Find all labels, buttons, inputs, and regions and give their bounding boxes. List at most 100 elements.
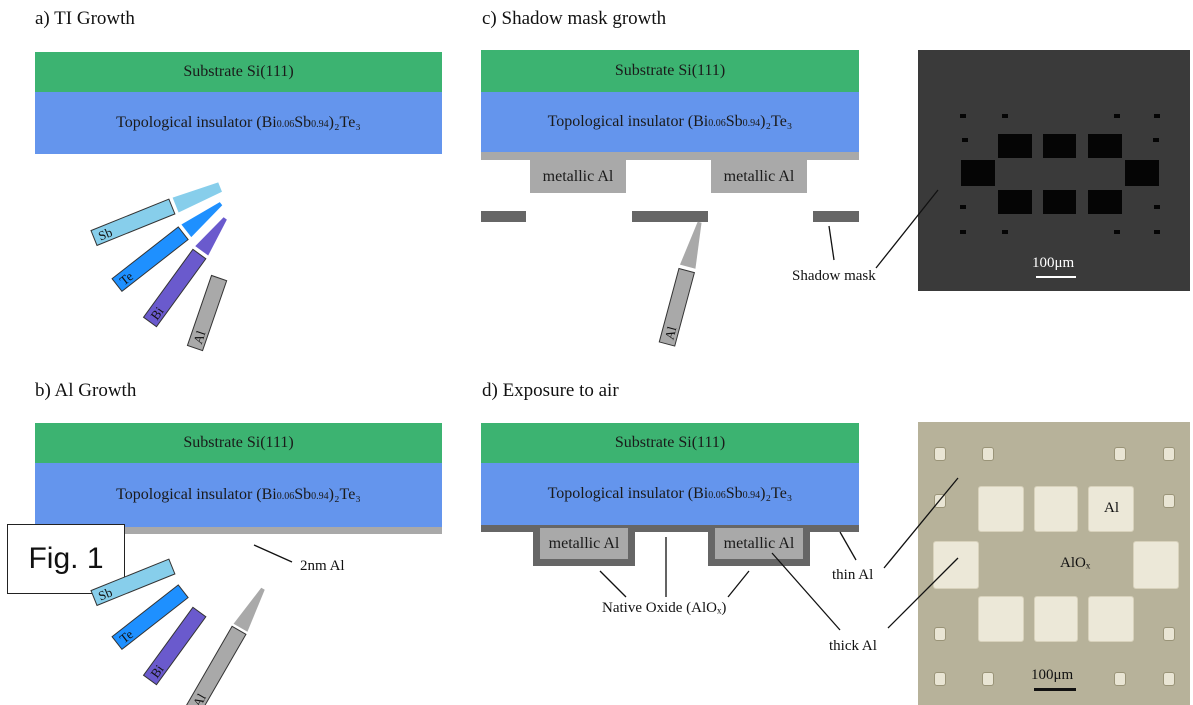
alox-region-label: AlOₓ	[1060, 555, 1091, 571]
sb-source-a: Sb	[90, 182, 222, 247]
al-source-label: Al	[190, 328, 209, 346]
shadow-mask-segment-1	[481, 211, 526, 222]
leader-sem	[875, 189, 939, 269]
metallic-al-label: metallic Al	[723, 167, 795, 185]
al-source-b: Al	[185, 587, 265, 705]
al-pad	[1133, 541, 1179, 589]
panel-a-title: a) TI Growth	[35, 8, 135, 29]
ti-label: Topological insulator (Bi0.06Sb0.94)₂Te₃	[547, 113, 793, 130]
metallic-al-label: metallic Al	[723, 534, 795, 552]
thick-al-label: thick Al	[829, 638, 877, 654]
mark-dot	[1154, 230, 1160, 234]
optical-scale-label: 100μm	[1031, 667, 1074, 683]
mark-dot	[1002, 114, 1008, 118]
metallic-al-block-d2: metallic Al	[715, 528, 803, 559]
small-pad	[1114, 447, 1126, 461]
metallic-al-label: metallic Al	[548, 534, 620, 552]
two-nm-al-label: 2nm Al	[300, 558, 345, 574]
mask-hole	[1088, 134, 1122, 158]
optical-scale-bar	[1034, 688, 1076, 691]
al-source-c: Al	[658, 221, 702, 347]
substrate-layer-b: Substrate Si(111)	[35, 423, 442, 463]
leader-oxide-3	[727, 570, 750, 598]
ti-layer-d: Topological insulator (Bi0.06Sb0.94)₂Te₃	[481, 463, 859, 525]
ti-label: Topological insulator (Bi0.06Sb0.94)₂Te₃	[116, 486, 361, 503]
panel-c-title: c) Shadow mask growth	[482, 8, 667, 29]
al-pad	[1088, 486, 1134, 532]
mask-hole	[1043, 190, 1076, 214]
oxide-film-d	[481, 525, 859, 532]
te-source-b: Te	[111, 584, 189, 651]
leader-thin-al	[839, 531, 857, 561]
substrate-layer-a: Substrate Si(111)	[35, 52, 442, 92]
mark-dot	[962, 138, 968, 142]
bi-source-b: Bi	[142, 606, 207, 686]
leader-thick-al	[771, 552, 841, 631]
mark-dot	[1114, 230, 1120, 234]
figure-label-box: Fig. 1	[7, 524, 125, 594]
al-source-label: Al	[662, 324, 680, 341]
al-pad	[933, 541, 979, 589]
mark-dot	[960, 114, 966, 118]
mask-hole	[1043, 134, 1076, 158]
ti-layer-a: Topological insulator (Bi0.06Sb0.94)₂Te₃	[35, 92, 442, 154]
mark-dot	[1002, 230, 1008, 234]
sem-micrograph: 100μm	[918, 50, 1190, 291]
mask-hole	[961, 160, 995, 186]
mark-dot	[1114, 114, 1120, 118]
small-pad	[982, 447, 994, 461]
al-pad	[1034, 596, 1078, 642]
mark-dot	[1153, 138, 1159, 142]
leader-oxide-1	[599, 570, 627, 598]
leader-thin-al-micro	[883, 477, 959, 569]
metallic-al-block-c1: metallic Al	[530, 160, 626, 193]
mask-hole	[998, 134, 1032, 158]
panel-b-title: b) Al Growth	[35, 380, 137, 401]
small-pad	[1163, 494, 1175, 508]
small-pad	[1163, 447, 1175, 461]
leader-shadow-mask	[828, 225, 835, 261]
sem-scale-bar	[1036, 276, 1076, 278]
ti-layer-b: Topological insulator (Bi0.06Sb0.94)₂Te₃	[35, 463, 442, 527]
small-pad	[934, 672, 946, 686]
thin-al-film-b	[35, 527, 442, 534]
ti-label: Topological insulator (Bi0.06Sb0.94)₂Te₃	[547, 485, 793, 502]
small-pad	[1114, 672, 1126, 686]
leader-thick-al-micro	[887, 557, 959, 629]
mark-dot	[1154, 205, 1160, 209]
mark-dot	[960, 230, 966, 234]
mark-dot	[1154, 114, 1160, 118]
shadow-mask-segment-3	[813, 211, 859, 222]
al-source-a: Al	[186, 274, 228, 352]
al-film-c	[481, 152, 859, 160]
al-region-label: Al	[1104, 500, 1119, 516]
bi-source-a: Bi	[142, 217, 227, 328]
mask-hole	[1088, 190, 1122, 214]
substrate-label: Substrate Si(111)	[614, 62, 726, 79]
optical-micrograph: Al AlOₓ 100μm	[918, 422, 1190, 705]
shadow-mask-segment-2	[632, 211, 708, 222]
te-source-a: Te	[111, 202, 223, 293]
metallic-al-label: metallic Al	[542, 167, 614, 185]
sem-scale-label: 100μm	[1032, 255, 1075, 271]
small-pad	[1163, 627, 1175, 641]
small-pad	[934, 627, 946, 641]
small-pad	[934, 447, 946, 461]
figure-label: Fig. 1	[28, 542, 104, 575]
substrate-label: Substrate Si(111)	[183, 63, 294, 80]
substrate-label: Substrate Si(111)	[614, 434, 726, 451]
shadow-mask-label: Shadow mask	[792, 268, 876, 284]
metallic-al-block-d1: metallic Al	[540, 528, 628, 559]
mask-hole	[998, 190, 1032, 214]
al-pad	[978, 486, 1024, 532]
al-pad	[1034, 486, 1078, 532]
panel-d-title: d) Exposure to air	[482, 380, 619, 401]
al-pad	[1088, 596, 1134, 642]
native-oxide-label: Native Oxide (AlOₓ)	[602, 600, 727, 616]
ti-label: Topological insulator (Bi0.06Sb0.94)₂Te₃	[116, 114, 361, 131]
sb-source-label: Sb	[96, 224, 114, 243]
thin-al-label: thin Al	[832, 567, 874, 583]
substrate-layer-d: Substrate Si(111)	[481, 423, 859, 463]
mark-dot	[960, 205, 966, 209]
